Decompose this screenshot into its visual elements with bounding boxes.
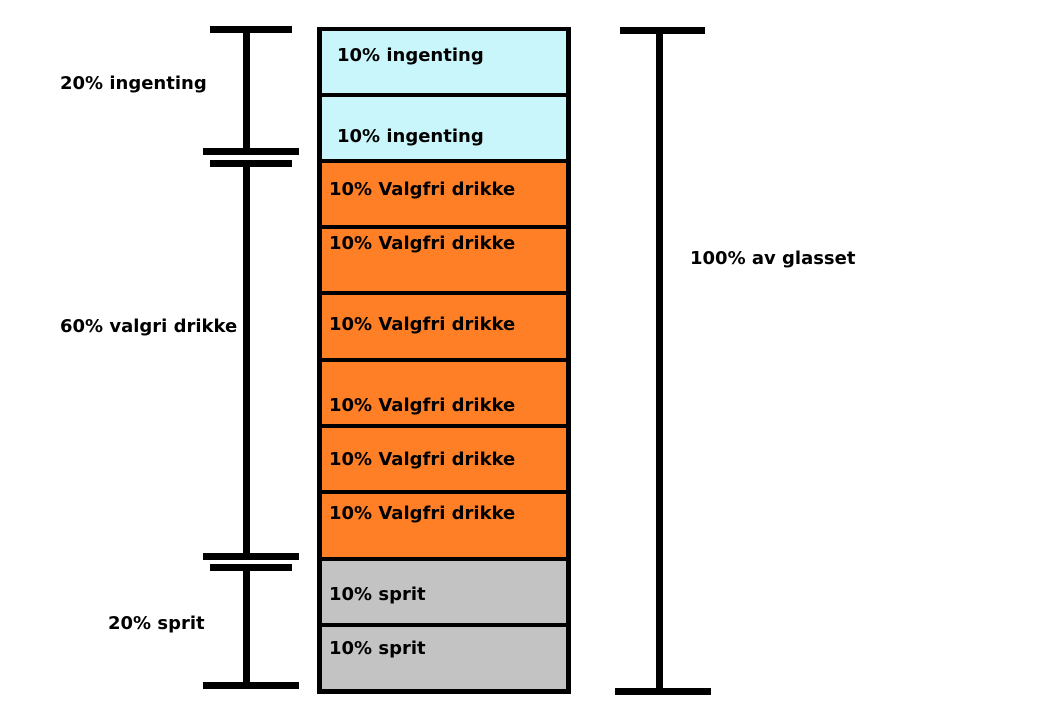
segment-valgfri-1	[322, 163, 566, 225]
glass-column	[317, 27, 571, 694]
segment-ingenting-1	[322, 31, 566, 93]
segment-label: 10% ingenting	[337, 126, 484, 147]
segment-sprit-1	[322, 561, 566, 623]
group-label-valgfri: 60% valgri drikke	[60, 316, 238, 337]
group-label-ingenting: 20% ingenting	[60, 73, 207, 94]
segment-label: 10% Valgfri drikke	[329, 395, 516, 416]
segment-valgfri-6	[322, 494, 566, 557]
segment-label: 10% ingenting	[337, 45, 484, 66]
segment-valgfri-3	[322, 295, 566, 358]
segment-label: 10% Valgfri drikke	[329, 233, 516, 254]
segment-label: 10% Valgfri drikke	[329, 314, 516, 335]
segment-label: 10% sprit	[329, 638, 426, 659]
total-label: 100% av glasset	[690, 248, 856, 269]
segment-label: 10% Valgfri drikke	[329, 179, 516, 200]
segment-label: 10% Valgfri drikke	[329, 503, 516, 524]
group-label-sprit: 20% sprit	[108, 613, 205, 634]
segment-valgfri-4	[322, 362, 566, 424]
segment-sprit-2	[322, 627, 566, 689]
segment-valgfri-2	[322, 229, 566, 291]
segment-label: 10% Valgfri drikke	[329, 449, 516, 470]
segment-label: 10% sprit	[329, 584, 426, 605]
segment-ingenting-2	[322, 97, 566, 159]
segment-valgfri-5	[322, 428, 566, 490]
